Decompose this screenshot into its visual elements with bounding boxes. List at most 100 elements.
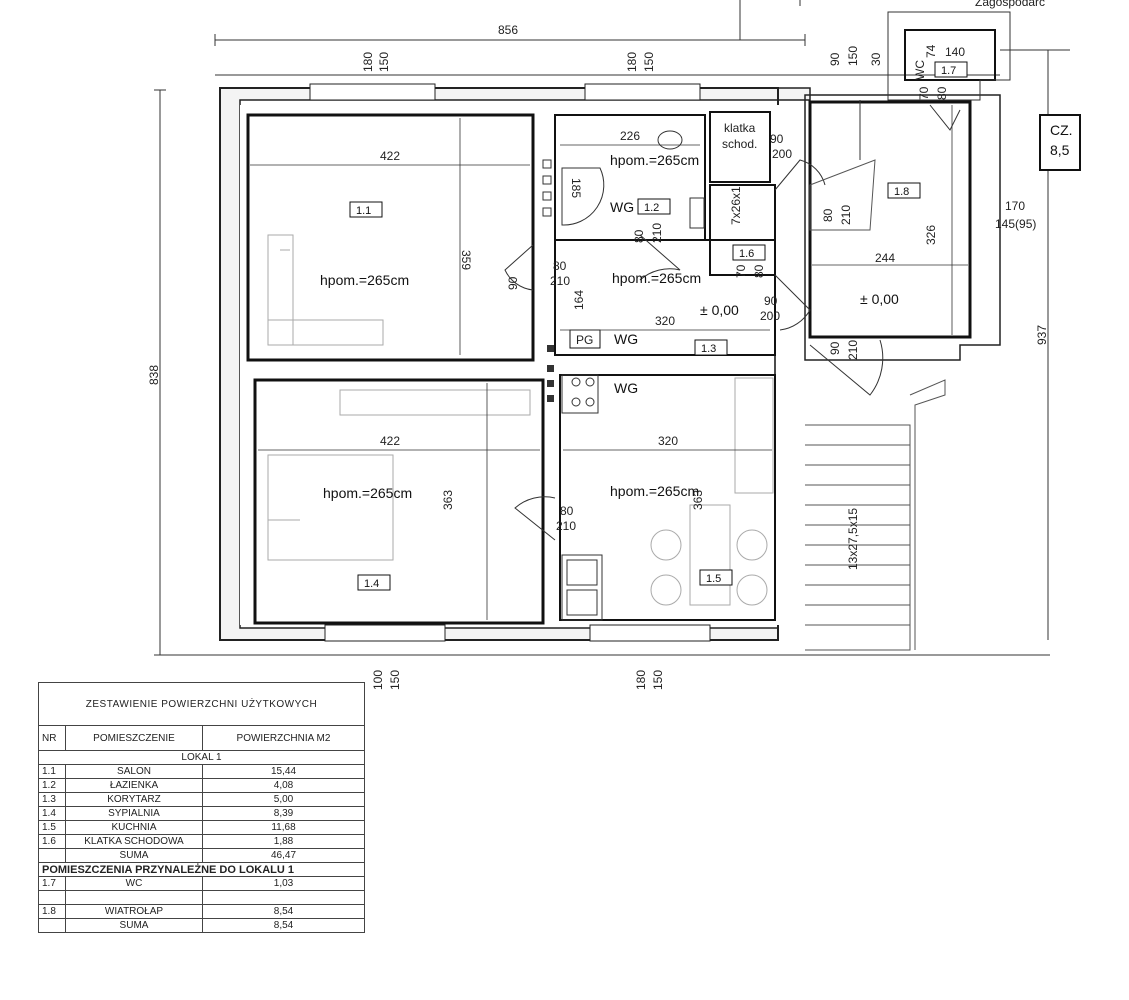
label-wg-3: WG: [614, 380, 638, 396]
bed: [267, 389, 531, 561]
dim-1-3-door-h: 210: [550, 274, 570, 288]
klatka-box: [709, 111, 771, 183]
dim-door3-h: 210: [846, 340, 860, 360]
dim-17-70: 70: [917, 86, 931, 100]
room-label-1-7: 1.7: [941, 65, 956, 77]
dim-1-2-w: 226: [620, 129, 640, 143]
header-fragment: Zagospodarc: [975, 0, 1045, 9]
dim-top-140: 140: [945, 45, 965, 59]
dim-1-3-164: 164: [572, 290, 586, 310]
dim-door2-w: 90: [764, 294, 778, 308]
col-room: POMIESZCZENIE: [65, 725, 203, 751]
top-dimension-line: [214, 34, 1070, 76]
dim-1-3-door-w: 80: [553, 259, 567, 273]
dim-1-1-w: 422: [380, 149, 400, 163]
label-stairs: 13x27,5x15: [846, 508, 860, 570]
dim-1-4-h: 363: [441, 490, 455, 510]
dim-door1-h: 200: [772, 147, 792, 161]
side-label-1: CZ.: [1050, 122, 1073, 138]
dim-16-80: 80: [752, 264, 766, 278]
doors: [504, 100, 961, 541]
level-zero-1: ± 0,00: [700, 302, 739, 318]
section-przynalezne: POMIESZCZENIA PRZYNALEŻNE DO LOKALU 1: [38, 862, 365, 877]
top-dim-labels: 180 150 180 150 90 150 30: [361, 46, 883, 72]
dim-top-180b: 180: [625, 52, 639, 72]
summary-title: ZESTAWIENIE POWIERZCHNI UŻYTKOWYCH: [38, 682, 365, 726]
dim-door3-w: 90: [828, 341, 842, 355]
col-nr: NR: [38, 725, 66, 751]
section-lokal: LOKAL 1: [38, 750, 365, 765]
dim-16-70: 70: [734, 264, 748, 278]
dim-right-937: 937: [1035, 325, 1049, 345]
dim-bot-150a: 150: [388, 670, 402, 690]
area-summary-table: ZESTAWIENIE POWIERZCHNI UŻYTKOWYCH NR PO…: [38, 682, 365, 933]
dim-1-8-170: 170: [1005, 199, 1025, 213]
col-area: POWIERZCHNIA M2: [202, 725, 365, 751]
dim-1-2-door-h: 210: [650, 223, 664, 243]
dim-top-180a: 180: [361, 52, 375, 72]
exterior-walls: [219, 83, 811, 642]
room-labels: 1.1 1.2 1.3 1.4 1.5 1.6 1.7 1.8: [349, 61, 968, 591]
label-stair-small: 7x26x1: [729, 186, 743, 225]
label-wg-1: WG: [610, 199, 634, 215]
room-label-1-3: 1.3: [701, 343, 716, 355]
dim-17-80: 80: [935, 86, 949, 100]
spacer-row: [38, 890, 365, 905]
dim-door2-h: 200: [760, 309, 780, 323]
height-1-5: hpom.=265cm: [610, 483, 699, 499]
dim-1-1-h: 359: [459, 250, 473, 270]
dim-1-2-185: 185: [569, 178, 583, 198]
dim-1-8-145: 145(95): [995, 217, 1036, 231]
dim-door1-w: 90: [770, 132, 784, 146]
dim-1-8-h: 326: [924, 225, 938, 245]
room-label-1-2: 1.2: [644, 202, 659, 214]
external-stairs: [805, 379, 946, 651]
dim-1-5-door-h: 210: [556, 519, 576, 533]
sofa: [267, 234, 384, 346]
dining-table: [650, 377, 774, 606]
label-wc: WC: [913, 60, 927, 80]
dim-bot-180: 180: [634, 670, 648, 690]
level-zero-2: ± 0,00: [860, 291, 899, 307]
room-label-1-1: 1.1: [356, 205, 371, 217]
room-label-1-8: 1.8: [894, 186, 909, 198]
shower: [542, 130, 705, 229]
dim-top-30: 30: [869, 52, 883, 66]
height-1-1: hpom.=265cm: [320, 272, 409, 288]
dim-1-1-door: 90: [506, 276, 520, 290]
room-1-7: [904, 29, 996, 81]
dim-1-2-door-w: 80: [632, 229, 646, 243]
radiator-markers: [547, 345, 554, 402]
height-1-2: hpom.=265cm: [610, 152, 699, 168]
inner-dim-lines: [250, 105, 968, 620]
label-schod: schod.: [722, 137, 757, 151]
side-label-2: 8,5: [1050, 142, 1070, 158]
dim-1-5-door-w: 80: [560, 504, 574, 518]
dim-top-150a: 150: [377, 52, 391, 72]
dim-top-total: 856: [498, 23, 518, 37]
dim-1-5-h: 363: [691, 490, 705, 510]
dim-bot-100: 100: [371, 670, 385, 690]
dim-1-3-w: 320: [655, 314, 675, 328]
dim-1-8-w: 244: [875, 251, 895, 265]
dim-left-838: 838: [147, 365, 161, 385]
height-1-4: hpom.=265cm: [323, 485, 412, 501]
inner-dim-labels: 422 359 226 185 80 210 320 164 80 210 90…: [371, 44, 1036, 690]
dim-1-8-door-h: 210: [839, 205, 853, 225]
dim-top-150b: 150: [642, 52, 656, 72]
label-pg: PG: [576, 333, 593, 347]
room-label-1-6: 1.6: [739, 248, 754, 260]
label-klatka: klatka: [724, 121, 756, 135]
left-dimension-line: [154, 89, 1050, 656]
